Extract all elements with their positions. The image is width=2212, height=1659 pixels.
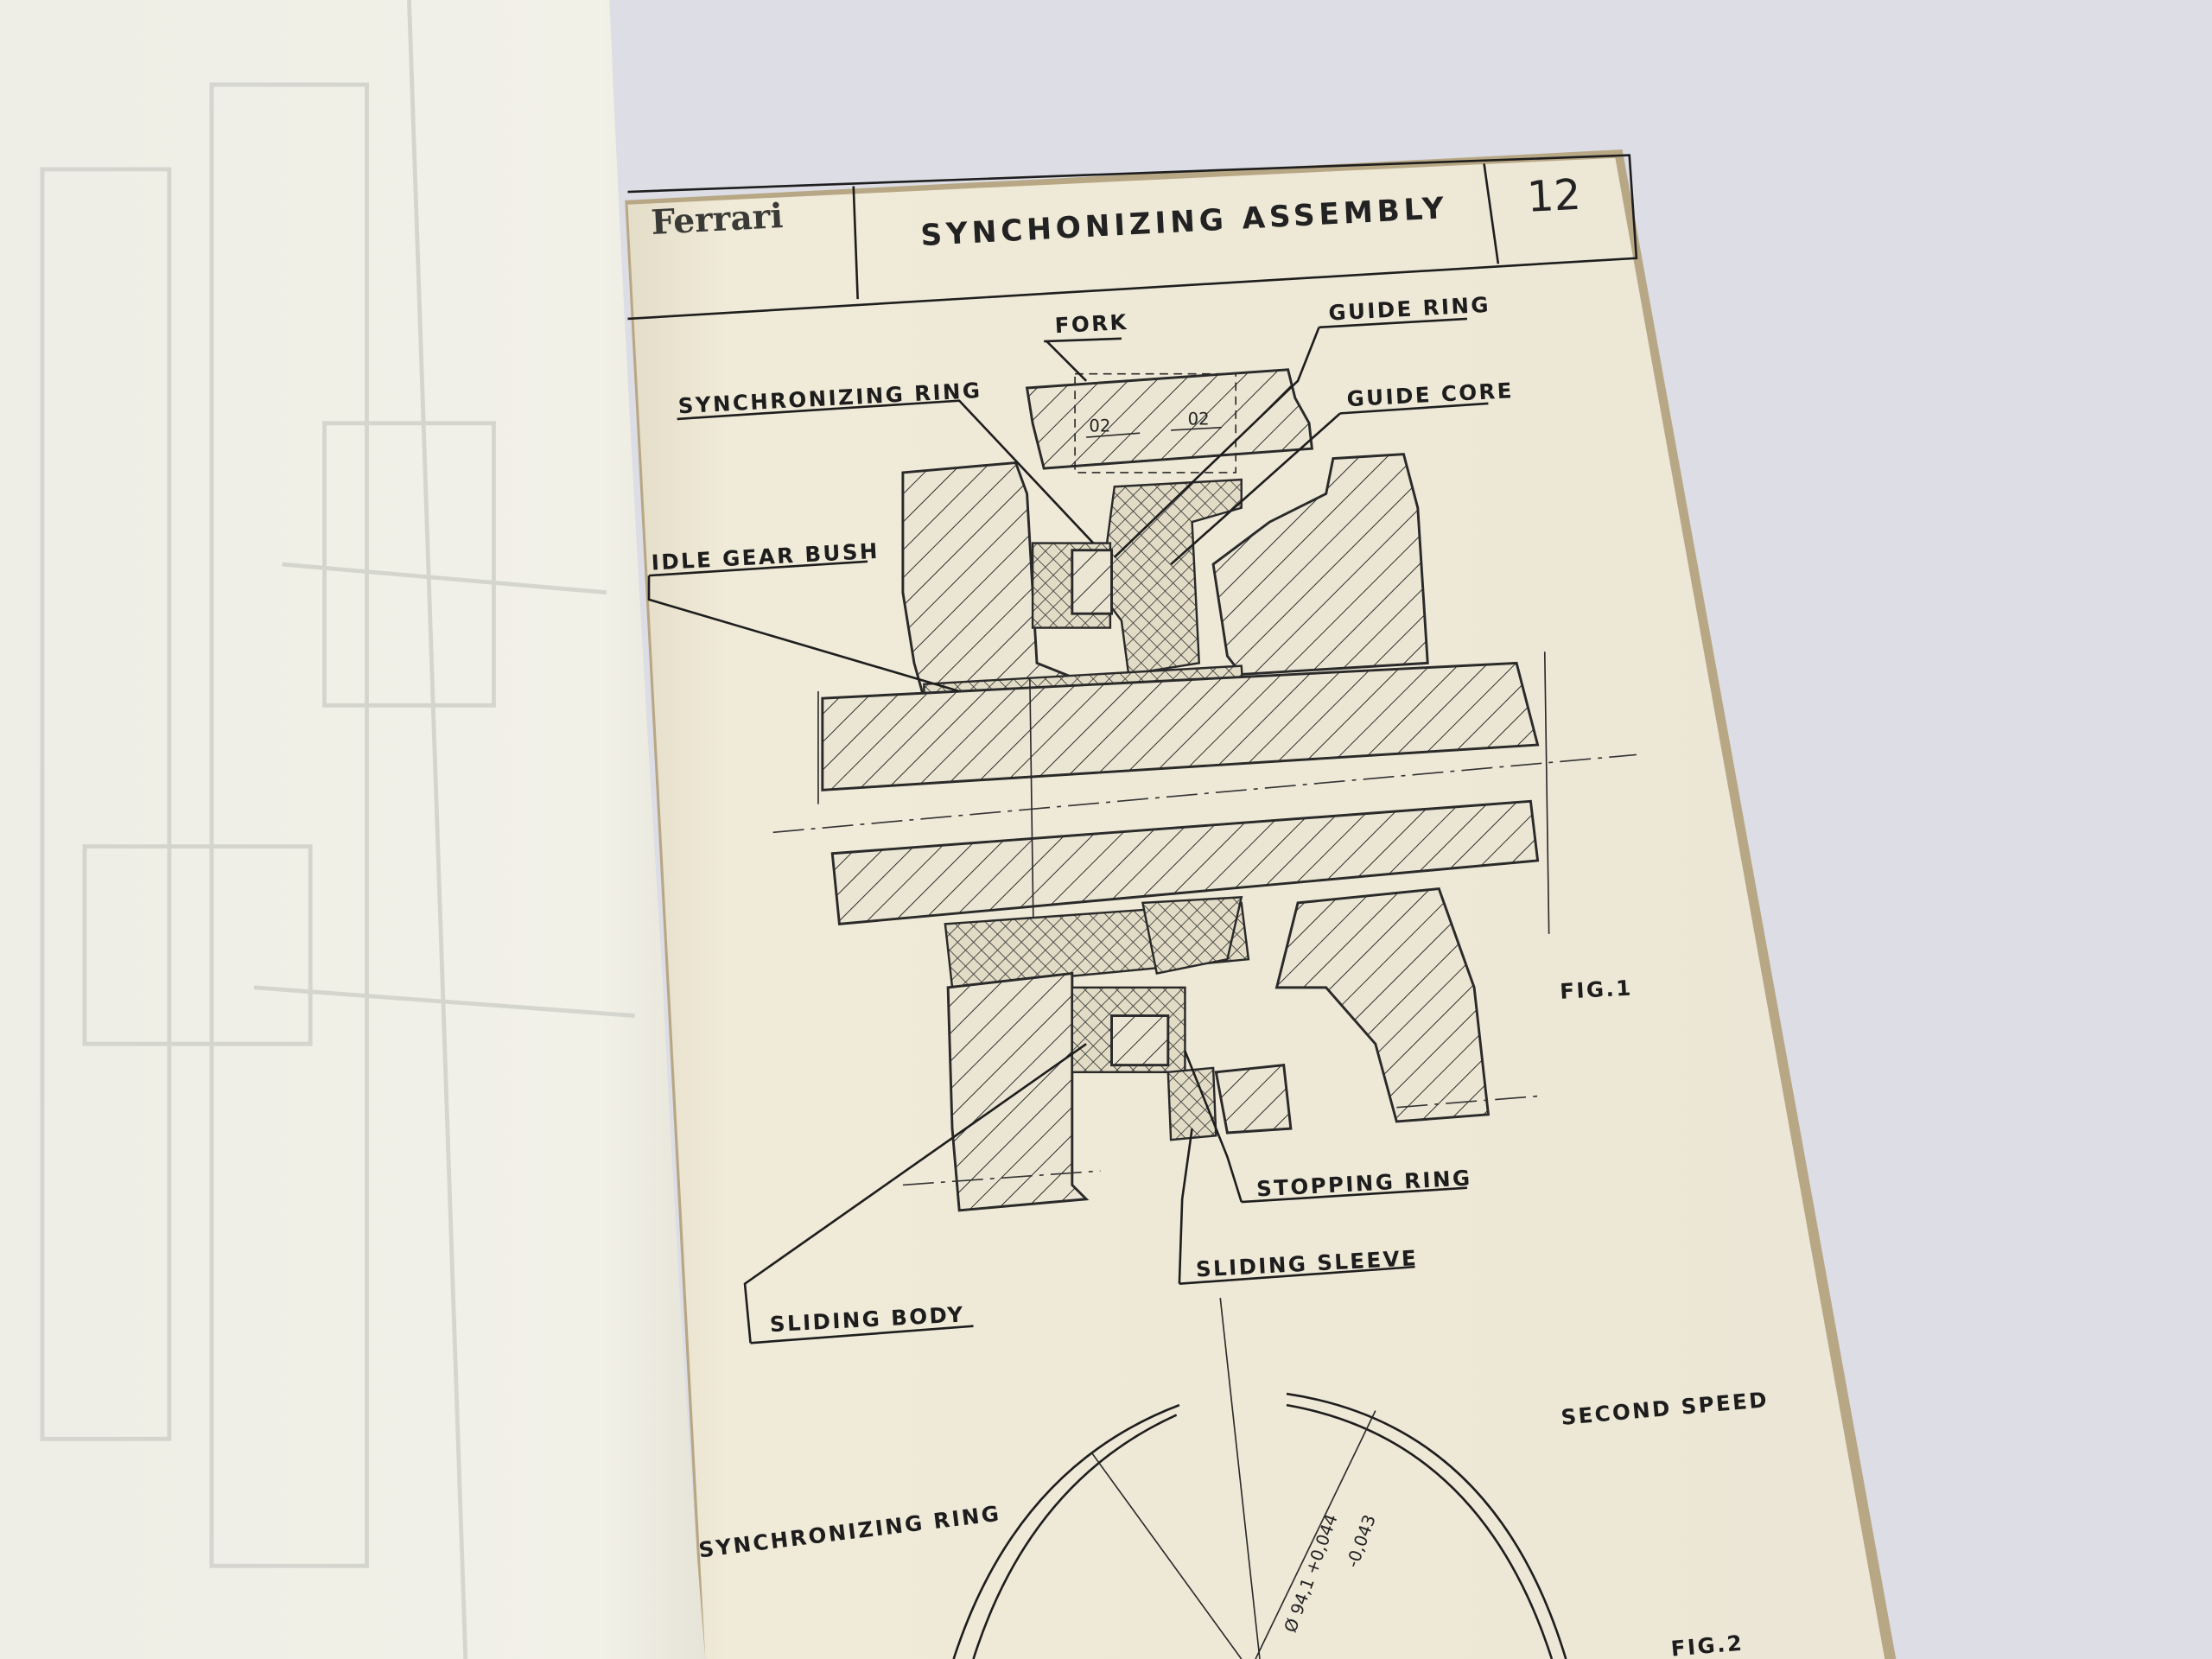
label-fork: FORK (1054, 309, 1129, 338)
leader-lines (647, 317, 1489, 1344)
clearance-right: 02 (1188, 409, 1210, 429)
left-page (0, 0, 706, 1659)
ferrari-logo: Ferrari (650, 196, 784, 243)
page-number: 12 (1526, 170, 1582, 222)
fig1-caption: FIG.1 (1560, 976, 1634, 1004)
clearance-left: 02 (1089, 416, 1110, 436)
fig2-caption: FIG.2 (1670, 1630, 1745, 1659)
figure-1-drawing: 02 02 (772, 368, 1637, 1212)
